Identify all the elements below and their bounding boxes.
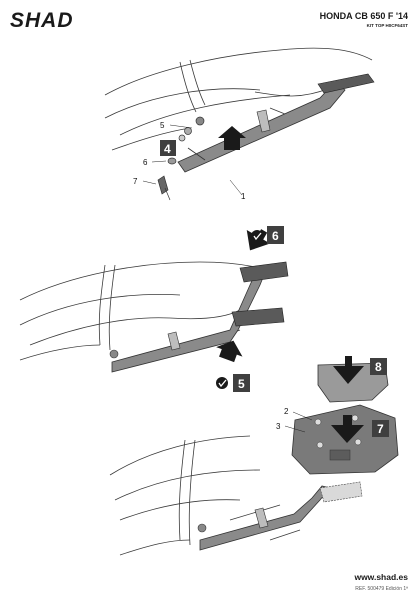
- brand-logo: SHAD: [10, 9, 74, 32]
- kit-code: KIT TOP H0CF64ST: [366, 23, 408, 28]
- part-label-6: 6: [143, 158, 148, 167]
- step-badge-7: 7: [377, 422, 384, 436]
- check-icon-top: [251, 230, 263, 242]
- step1-rail: [177, 73, 375, 173]
- step1-badge: 4: [160, 140, 176, 156]
- step1-up-arrow: [218, 126, 246, 150]
- step3-rail: [197, 481, 363, 551]
- part-label-3: 3: [276, 422, 281, 431]
- step-badge-8: 8: [375, 360, 382, 374]
- footer-ref: REF. 500479 Edición 1ª: [355, 586, 408, 592]
- step2-up-arrow: [216, 340, 243, 363]
- step-badge-5: 5: [238, 377, 245, 391]
- part-label-7: 7: [133, 177, 138, 186]
- step-badge-6: 6: [272, 229, 279, 243]
- step3-figure: [109, 435, 301, 556]
- step2-badge-top: 6: [267, 226, 284, 244]
- check-icon-bottom: [216, 377, 228, 389]
- step3-down-arrow-top: [333, 356, 364, 384]
- step3-badge-mount: 7: [372, 420, 389, 437]
- screw-parts: [157, 116, 205, 201]
- step3-badge-plate: 8: [370, 358, 387, 375]
- model-title: HONDA CB 650 F '14: [319, 11, 408, 21]
- step3-down-arrow-mid: [331, 415, 364, 443]
- step-badge-4: 4: [164, 142, 171, 156]
- footer-url[interactable]: www.shad.es: [354, 572, 408, 582]
- step2-badge-bottom: 5: [233, 374, 250, 392]
- part-label-5: 5: [160, 121, 165, 130]
- part-label-2: 2: [284, 407, 289, 416]
- step2-rail: [109, 261, 289, 373]
- part-label-1: 1: [241, 192, 246, 201]
